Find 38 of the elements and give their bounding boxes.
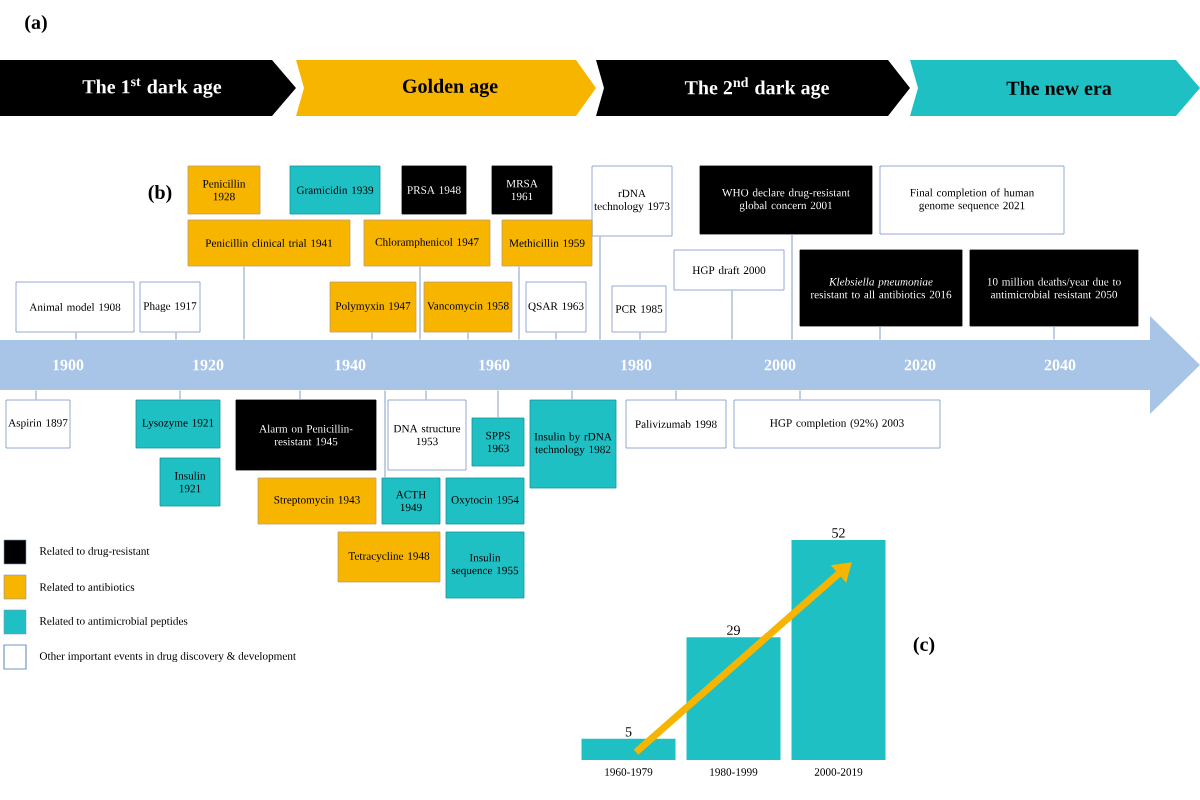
- year-label: 1960: [479, 359, 510, 371]
- year-label: 1940: [335, 359, 366, 371]
- connector-line: [791, 233, 793, 341]
- year-label: 2020: [904, 359, 936, 371]
- connector-line: [1053, 325, 1055, 341]
- connector-line: [384, 389, 386, 479]
- era-banner: The new era: [910, 60, 1200, 116]
- year-label: 1980: [621, 359, 652, 371]
- connector-line: [599, 235, 601, 341]
- connector-line: [75, 331, 77, 341]
- panel-label: (c): [913, 636, 935, 656]
- year-label: 1900: [53, 359, 84, 371]
- connector-line: [555, 331, 557, 341]
- connector-line: [179, 389, 181, 401]
- connector-line: [299, 389, 301, 401]
- connector-line: [571, 389, 573, 401]
- panel-label: (b): [148, 184, 172, 204]
- connector-line: [879, 325, 881, 341]
- connector-line: [518, 265, 520, 341]
- connector-line: [35, 389, 37, 401]
- connector-line: [425, 389, 427, 401]
- era-banner: Golden age: [296, 60, 596, 116]
- year-label: 1920: [193, 359, 224, 371]
- connector-line: [497, 389, 499, 419]
- year-label: 2000: [764, 359, 796, 371]
- timeline-arrow: [0, 316, 1200, 414]
- connector-line: [675, 389, 677, 401]
- era-banner: The 1$^{st}$ dark age: [0, 60, 296, 116]
- connector-line: [243, 265, 245, 341]
- year-label: 2040: [1044, 359, 1076, 371]
- connector-line: [731, 289, 733, 341]
- connector-line: [799, 389, 801, 401]
- connector-line: [467, 331, 469, 341]
- connector-line: [639, 331, 641, 341]
- era-banner: The 2$^{nd}$ dark age: [596, 60, 910, 116]
- panel-label: (a): [25, 14, 47, 34]
- connector-line: [371, 331, 373, 341]
- connector-line: [175, 331, 177, 341]
